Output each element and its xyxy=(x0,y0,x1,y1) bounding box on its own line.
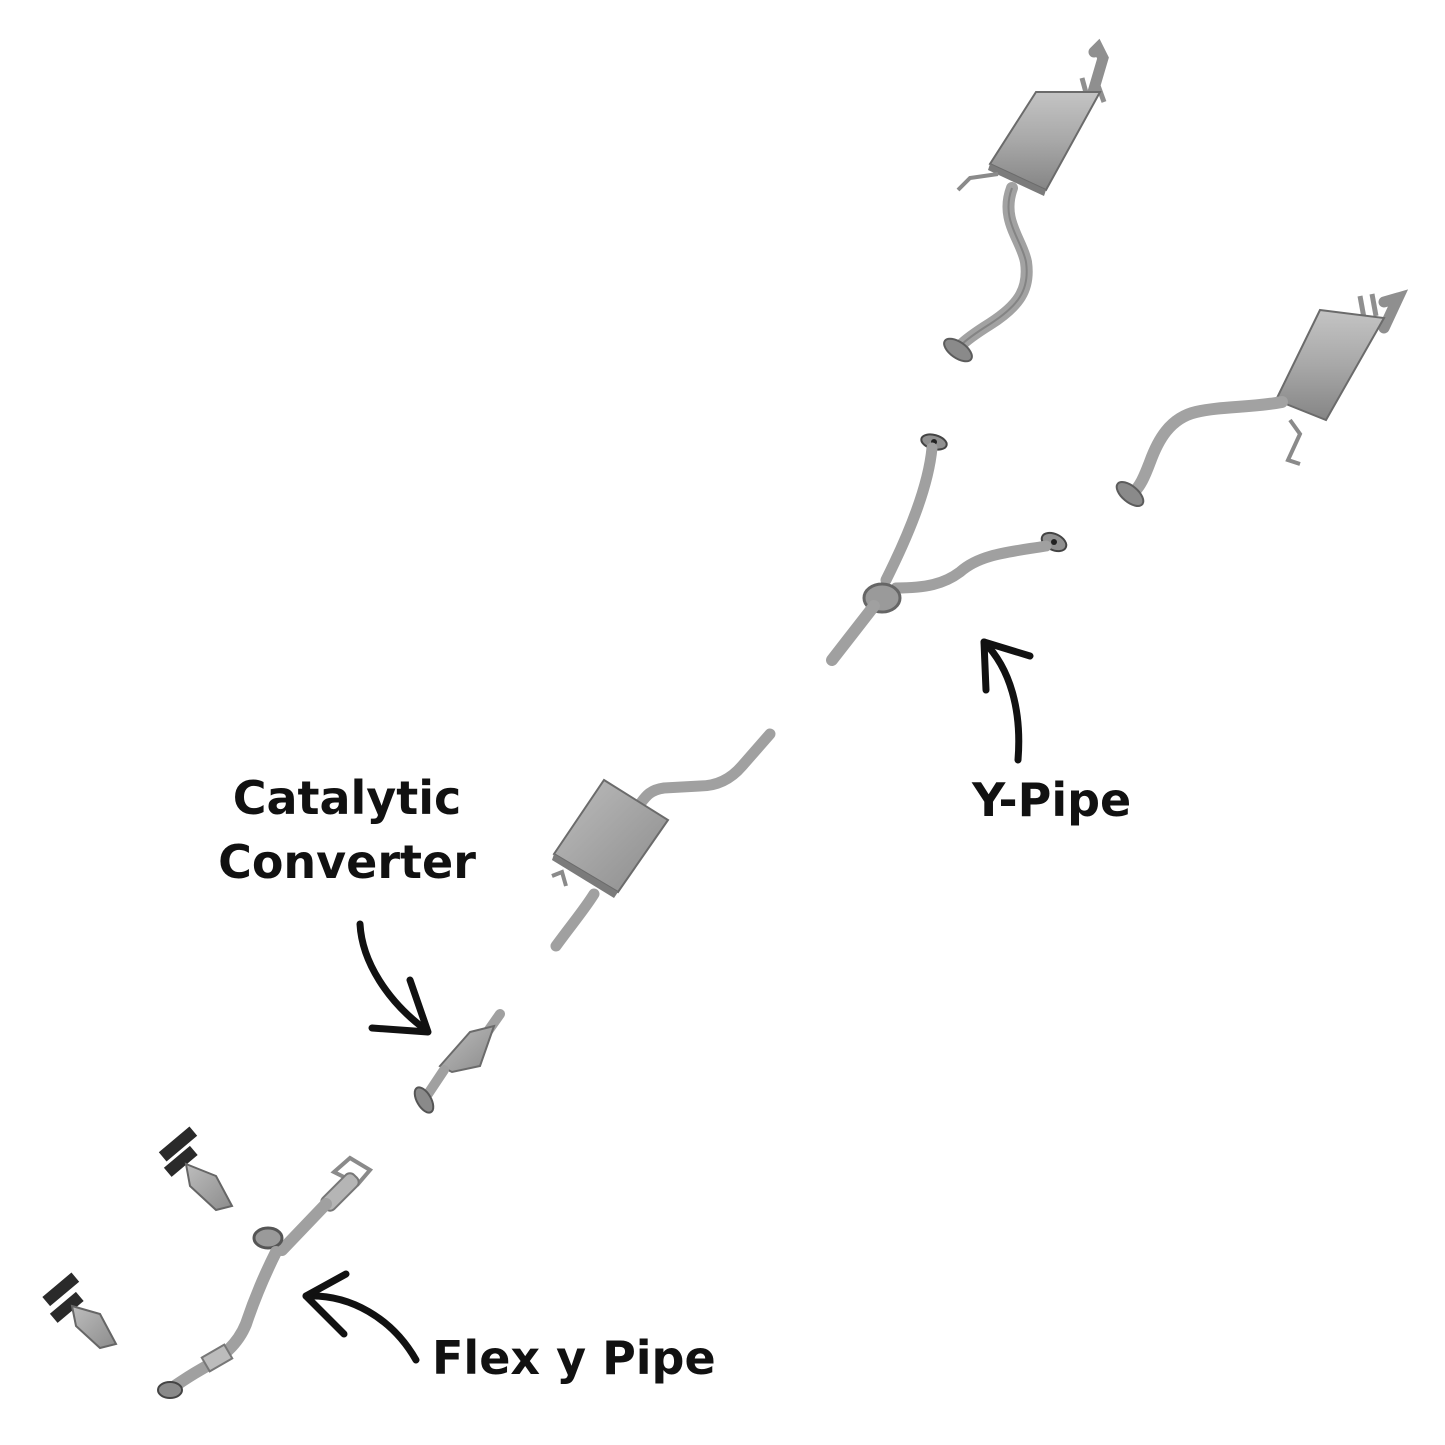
rear-muffler-right xyxy=(1115,289,1409,507)
manifold-converter-lower xyxy=(42,1272,118,1350)
flex-y-pipe-part xyxy=(157,1155,374,1399)
catalytic-converter-part xyxy=(413,1009,505,1114)
catalytic-converter-label: Catalytic Converter xyxy=(212,766,482,894)
catalytic-converter-label-line1: Catalytic xyxy=(232,771,462,825)
rear-muffler-upper xyxy=(943,38,1109,363)
curved-arrow-icon xyxy=(980,638,1034,764)
flex-y-pipe-label: Flex y Pipe xyxy=(432,1331,716,1385)
manifold-converter-upper xyxy=(158,1126,234,1212)
catalytic-converter-label-line2: Converter xyxy=(218,835,476,889)
middle-muffler xyxy=(550,728,776,952)
y-pipe-part xyxy=(826,433,1068,666)
curved-arrow-icon xyxy=(356,920,432,1036)
y-pipe-label: Y-Pipe xyxy=(972,773,1132,827)
curved-arrow-icon xyxy=(302,1270,420,1364)
